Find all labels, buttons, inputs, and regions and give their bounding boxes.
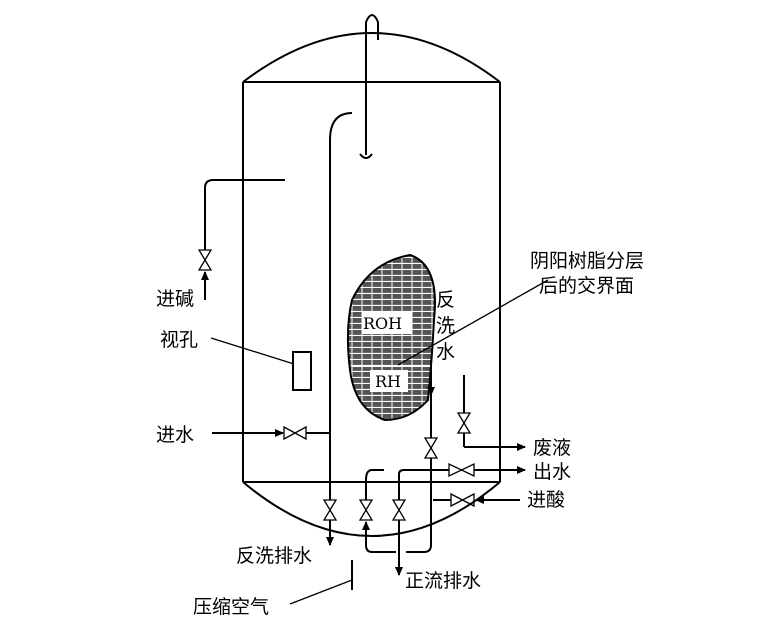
forward-drain-valve-icon[interactable]	[391, 499, 407, 521]
acid-inlet-pipe	[433, 492, 520, 508]
backwash-inlet-pipe	[406, 360, 439, 553]
waste-liquid-pipe	[456, 375, 526, 451]
forward-drain-label: 正流排水	[405, 570, 481, 592]
tank-bottom-head	[242, 481, 501, 537]
backwash-riser-pipe	[326, 112, 353, 546]
top-distributor-pipe	[359, 14, 379, 159]
backwash-drain-label: 反洗排水	[236, 545, 312, 567]
tank-vessel	[242, 32, 501, 537]
acid-valve-icon[interactable]	[450, 492, 475, 508]
interface-leader	[397, 279, 549, 366]
compressed-air-valve-icon[interactable]	[358, 499, 374, 521]
alkali-valve-icon[interactable]	[197, 249, 213, 271]
compressed-air-pipe	[351, 521, 396, 590]
outlet-valve-icon[interactable]	[448, 462, 475, 478]
backwash-drain-valve-icon[interactable]	[322, 499, 338, 521]
interface-label-line1: 阴阳树脂分层	[530, 250, 644, 272]
backwash-water-char-2: 洗	[436, 315, 455, 337]
resin-roh-label: ROH	[363, 314, 402, 333]
resin-bed	[346, 253, 436, 422]
sight-glass-label: 视孔	[160, 329, 198, 351]
compressed-air-leader	[289, 579, 353, 605]
water-in-label: 进水	[156, 424, 194, 446]
water-out-label: 出水	[533, 461, 571, 483]
waste-valve-icon[interactable]	[456, 412, 472, 434]
water-inlet-pipe	[212, 425, 330, 441]
alkali-in-label: 进碱	[156, 288, 194, 310]
alkali-inlet-pipe	[197, 179, 285, 300]
sight-glass-leader	[210, 337, 295, 365]
tank-top-head	[242, 32, 501, 83]
resin-rh-label: RH	[375, 372, 401, 391]
sight-glass-icon	[292, 351, 312, 391]
interface-label-line2: 后的交界面	[539, 275, 634, 297]
backwash-water-char-1: 反	[436, 289, 455, 311]
acid-in-label: 进酸	[527, 489, 565, 511]
waste-liquid-label: 废液	[533, 437, 571, 459]
water-outlet-pipe	[365, 462, 526, 500]
water-inlet-valve-icon[interactable]	[283, 425, 307, 441]
backwash-valve-icon[interactable]	[423, 437, 439, 459]
compressed-air-label: 压缩空气	[193, 596, 269, 618]
backwash-water-char-3: 水	[436, 341, 455, 363]
